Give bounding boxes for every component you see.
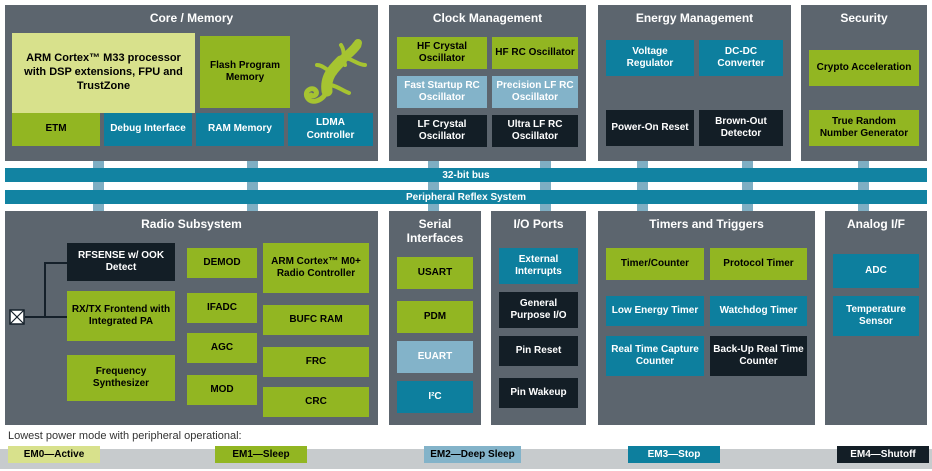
legend-note: Lowest power mode with peripheral operat… bbox=[8, 430, 242, 442]
block-rtcc: Real Time Capture Counter bbox=[606, 336, 704, 376]
panel-title: Security bbox=[840, 11, 888, 25]
antenna-wire bbox=[44, 262, 46, 318]
block-ram-memory: RAM Memory bbox=[196, 113, 284, 146]
block-watchdog-timer: Watchdog Timer bbox=[710, 296, 807, 326]
block-flash-memory: Flash Program Memory bbox=[200, 36, 290, 108]
block-timer-counter: Timer/Counter bbox=[606, 248, 704, 280]
block-demod: DEMOD bbox=[187, 248, 257, 278]
panel-analog-if: Analog I/F ADC Temperature Sensor bbox=[825, 211, 927, 425]
block-backup-rtc: Back-Up Real Time Counter bbox=[710, 336, 807, 376]
panel-io-ports: I/O Ports External Interrupts General Pu… bbox=[491, 211, 586, 425]
block-brown-out-detector: Brown-Out Detector bbox=[699, 110, 783, 146]
block-external-interrupts: External Interrupts bbox=[499, 248, 578, 284]
block-low-energy-timer: Low Energy Timer bbox=[606, 296, 704, 326]
block-frequency-synthesizer: Frequency Synthesizer bbox=[67, 355, 175, 401]
block-power-on-reset: Power-On Reset bbox=[606, 110, 694, 146]
panel-title: Analog I/F bbox=[847, 217, 905, 231]
bus-stub bbox=[858, 161, 869, 211]
block-precision-lf-rc-osc: Precision LF RC Oscillator bbox=[492, 76, 578, 108]
block-pin-reset: Pin Reset bbox=[499, 336, 578, 366]
panel-title: Radio Subsystem bbox=[141, 217, 242, 231]
panel-energy-management: Energy Management Voltage Regulator DC-D… bbox=[598, 5, 791, 161]
block-adc: ADC bbox=[833, 254, 919, 288]
block-agc: AGC bbox=[187, 333, 257, 363]
block-rfsense: RFSENSE w/ OOK Detect bbox=[67, 243, 175, 281]
block-mod: MOD bbox=[187, 375, 257, 405]
block-debug-interface: Debug Interface bbox=[104, 113, 192, 146]
bus-stub bbox=[428, 161, 439, 211]
panel-title: I/O Ports bbox=[513, 217, 564, 231]
block-bufc-ram: BUFC RAM bbox=[263, 305, 369, 335]
block-hf-crystal-osc: HF Crystal Oscillator bbox=[397, 37, 487, 69]
bus-stub bbox=[93, 161, 104, 211]
bus-stub bbox=[637, 161, 648, 211]
block-hf-rc-osc: HF RC Oscillator bbox=[492, 37, 578, 69]
block-frc: FRC bbox=[263, 347, 369, 377]
legend-em1: EM1—Sleep bbox=[215, 446, 307, 463]
bus-stub bbox=[247, 161, 258, 211]
block-rxtx-frontend: RX/TX Frontend with Integrated PA bbox=[67, 291, 175, 341]
legend-em2: EM2—Deep Sleep bbox=[424, 446, 521, 463]
block-gpio: General Purpose I/O bbox=[499, 292, 578, 328]
block-euart: EUART bbox=[397, 341, 473, 373]
antenna-icon bbox=[9, 309, 25, 325]
legend-em0: EM0—Active bbox=[8, 446, 100, 463]
bus-peripheral-reflex-system: Peripheral Reflex System bbox=[5, 190, 927, 204]
bus-stub bbox=[540, 161, 551, 211]
legend-em3: EM3—Stop bbox=[628, 446, 720, 463]
block-crc: CRC bbox=[263, 387, 369, 417]
block-pdm: PDM bbox=[397, 301, 473, 333]
block-crypto-acceleration: Crypto Acceleration bbox=[809, 50, 919, 86]
block-etm: ETM bbox=[12, 113, 100, 146]
panel-title: Serial Interfaces bbox=[406, 217, 464, 245]
bus-32bit: 32-bit bus bbox=[5, 168, 927, 182]
block-fast-startup-rc-osc: Fast Startup RC Oscillator bbox=[397, 76, 487, 108]
block-usart: USART bbox=[397, 257, 473, 289]
block-pin-wakeup: Pin Wakeup bbox=[499, 378, 578, 408]
bus-stub bbox=[742, 161, 753, 211]
block-m0-radio-controller: ARM Cortex™ M0+ Radio Controller bbox=[263, 243, 369, 293]
antenna-wire bbox=[44, 262, 67, 264]
panel-security: Security Crypto Acceleration True Random… bbox=[801, 5, 927, 161]
block-ldma-controller: LDMA Controller bbox=[288, 113, 373, 146]
gecko-logo-icon bbox=[297, 29, 377, 113]
block-dcdc-converter: DC-DC Converter bbox=[699, 40, 783, 76]
legend-em4: EM4—Shutoff bbox=[837, 446, 929, 463]
panel-core-memory: Core / Memory ARM Cortex™ M33 processor … bbox=[5, 5, 378, 161]
block-ultra-lf-rc-osc: Ultra LF RC Oscillator bbox=[492, 115, 578, 147]
panel-serial-interfaces: Serial Interfaces USART PDM EUART I²C bbox=[389, 211, 481, 425]
block-trng: True Random Number Generator bbox=[809, 110, 919, 146]
panel-clock-management: Clock Management HF Crystal Oscillator H… bbox=[389, 5, 586, 161]
panel-timers-triggers: Timers and Triggers Timer/Counter Protoc… bbox=[598, 211, 815, 425]
antenna-wire bbox=[25, 316, 67, 318]
block-temperature-sensor: Temperature Sensor bbox=[833, 296, 919, 336]
panel-title: Clock Management bbox=[432, 11, 543, 25]
block-protocol-timer: Protocol Timer bbox=[710, 248, 807, 280]
panel-radio-subsystem: Radio Subsystem RFSENSE w/ OOK Detect RX… bbox=[5, 211, 378, 425]
panel-title: Core / Memory bbox=[149, 11, 234, 25]
block-voltage-regulator: Voltage Regulator bbox=[606, 40, 694, 76]
panel-title: Energy Management bbox=[635, 11, 754, 25]
panel-title: Timers and Triggers bbox=[649, 217, 764, 231]
block-cpu-m33: ARM Cortex™ M33 processor with DSP exten… bbox=[12, 33, 195, 113]
block-ifadc: IFADC bbox=[187, 293, 257, 323]
block-lf-crystal-osc: LF Crystal Oscillator bbox=[397, 115, 487, 147]
block-i2c: I²C bbox=[397, 381, 473, 413]
